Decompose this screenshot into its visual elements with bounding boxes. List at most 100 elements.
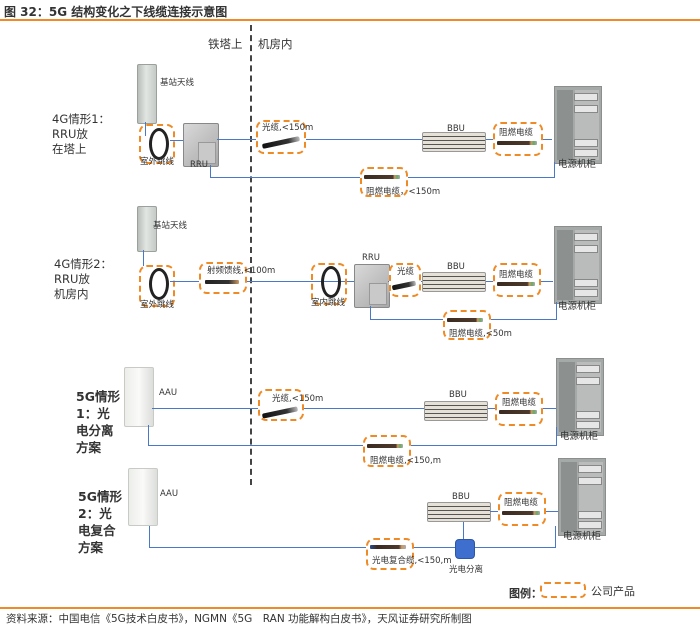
- power-cabinet-icon: [556, 358, 604, 436]
- top-rule: [0, 19, 700, 21]
- outdoor-jumper-label: 室外跳线: [140, 157, 175, 167]
- return-line: [554, 162, 555, 178]
- fiber-label: 光缆,<150m: [262, 123, 314, 133]
- power-cable-icon: [364, 175, 400, 179]
- return-line: [210, 165, 211, 178]
- base-station-antenna-icon: [137, 64, 157, 124]
- outdoor-jumper-icon: [149, 128, 169, 160]
- return-cable-label: 阻燃电缆,<50m: [449, 329, 512, 339]
- indoor-jumper-icon: [321, 266, 341, 298]
- indoor-jumper-label: 室内跳线: [311, 298, 346, 308]
- bbu-label: BBU: [449, 390, 467, 400]
- power-cable-icon: [502, 511, 540, 515]
- power-cable-label: 阻燃电缆: [499, 128, 534, 138]
- company-product-outline: [366, 538, 414, 570]
- power-cabinet-label: 电源机柜: [563, 531, 602, 542]
- company-product-outline: [139, 265, 175, 307]
- legend-swatch: [540, 582, 586, 598]
- fiber-line: [152, 408, 556, 409]
- company-product-outline: [389, 263, 421, 297]
- company-product-outline: [199, 262, 247, 294]
- hybrid-line: [555, 526, 556, 548]
- fiber-label: 光缆,<150m: [272, 394, 324, 404]
- outdoor-jumper-icon: [149, 268, 169, 300]
- power-cable-icon: [499, 410, 537, 414]
- rf-feeder-line: [170, 281, 356, 282]
- bbu-icon: [422, 132, 486, 152]
- bbu-icon: [422, 272, 486, 292]
- rru-label: RRU: [190, 160, 209, 170]
- scenario-label: 5G情形 1：光 电分离 方案: [76, 389, 120, 455]
- hybrid-line: [149, 526, 150, 548]
- bbu-icon: [424, 401, 488, 421]
- connector-line: [143, 250, 144, 266]
- power-cabinet-label: 电源机柜: [560, 431, 599, 442]
- rru-icon: [354, 264, 390, 308]
- return-line: [370, 306, 371, 320]
- company-product-outline: [139, 124, 175, 164]
- zone-tower-label: 铁塔上: [208, 37, 243, 51]
- rf-feeder-label: 射频馈线,<100m: [207, 266, 276, 276]
- aau-label: AAU: [160, 489, 179, 499]
- return-line: [148, 445, 557, 446]
- tower-room-divider: [250, 25, 252, 485]
- scenario-label: 4G情形1： RRU放 在塔上: [52, 112, 111, 156]
- company-product-outline: [363, 435, 411, 467]
- connector-line: [463, 518, 464, 539]
- scenario-label: 5G情形 2：光 电复合 方案: [78, 489, 122, 555]
- return-line: [148, 425, 149, 446]
- power-cabinet-label: 电源机柜: [558, 159, 597, 170]
- return-cable-label: 阻燃电缆,<150,m: [370, 456, 442, 466]
- splitter-label: 光电分离: [449, 565, 484, 575]
- zone-room-label: 机房内: [258, 37, 293, 51]
- power-cable-icon: [367, 444, 403, 448]
- hybrid-cable-icon: [370, 545, 406, 549]
- rf-feeder-icon: [205, 280, 239, 284]
- bbu-icon: [427, 502, 491, 522]
- company-product-outline: [493, 122, 543, 156]
- base-station-antenna-icon: [137, 206, 157, 252]
- hybrid-line: [149, 547, 556, 548]
- power-cabinet-icon: [558, 458, 606, 536]
- aau-icon: [124, 367, 154, 427]
- company-product-outline: [443, 310, 491, 340]
- connector-line: [170, 140, 184, 141]
- power-cabinet-icon: [554, 226, 602, 304]
- legend-title: 图例：: [509, 587, 542, 600]
- company-product-outline: [493, 263, 541, 297]
- antenna-label: 基站天线: [160, 78, 195, 88]
- source-note: 资料来源：中国电信《5G技术白皮书》，NGMN《5G RAN 功能解构白皮书》，…: [6, 613, 472, 625]
- rru-icon: [183, 123, 219, 167]
- power-cable-icon: [497, 141, 537, 145]
- company-product-outline: [495, 392, 543, 426]
- outdoor-jumper-label: 室外跳线: [140, 300, 175, 310]
- hybrid-cable-label: 光电复合缆,<150,m: [372, 556, 452, 566]
- company-product-outline: [256, 120, 306, 154]
- power-cabinet-label: 电源机柜: [558, 301, 597, 312]
- return-cable-label: 阻燃电缆，<150m: [366, 187, 441, 197]
- company-product-outline: [311, 263, 347, 305]
- antenna-label: 基站天线: [153, 221, 188, 231]
- fiber-label: 光缆: [397, 267, 415, 277]
- power-cable-label: 阻燃电缆: [504, 498, 539, 508]
- scenario-label: 4G情形2： RRU放 机房内: [54, 257, 113, 301]
- bbu-label: BBU: [447, 262, 465, 272]
- return-line: [556, 427, 557, 446]
- power-cable-icon: [497, 282, 535, 286]
- rru-label: RRU: [362, 253, 381, 263]
- aau-icon: [128, 468, 158, 526]
- power-cable-label: 阻燃电缆: [499, 270, 534, 280]
- power-cable-label: 阻燃电缆: [502, 398, 537, 408]
- fiber-line: [217, 139, 552, 140]
- power-cabinet-icon: [554, 86, 602, 164]
- bottom-rule: [0, 607, 700, 609]
- company-product-outline: [360, 167, 408, 197]
- bbu-label: BBU: [447, 124, 465, 134]
- company-product-outline: [498, 492, 546, 526]
- bbu-label: BBU: [452, 492, 470, 502]
- figure-title: 图 32：5G 结构变化之下线缆连接示意图: [4, 5, 228, 19]
- aau-label: AAU: [159, 388, 178, 398]
- power-cable-icon: [447, 318, 483, 322]
- legend-item-label: 公司产品: [591, 585, 635, 598]
- return-line: [556, 302, 557, 320]
